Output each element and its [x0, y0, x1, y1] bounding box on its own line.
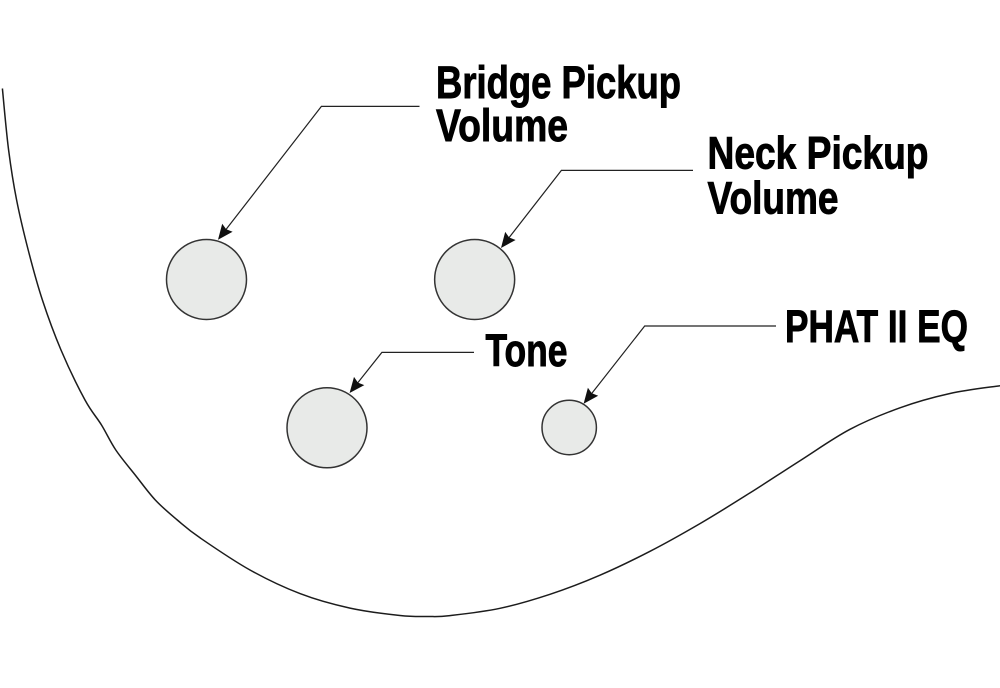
svg-text:PHAT II EQ: PHAT II EQ: [785, 301, 968, 352]
svg-text:Volume: Volume: [708, 172, 839, 223]
svg-text:Bridge Pickup: Bridge Pickup: [436, 57, 681, 108]
svg-text:Neck Pickup: Neck Pickup: [708, 128, 929, 179]
svg-text:Tone: Tone: [486, 325, 568, 376]
svg-text:Volume: Volume: [436, 100, 568, 151]
